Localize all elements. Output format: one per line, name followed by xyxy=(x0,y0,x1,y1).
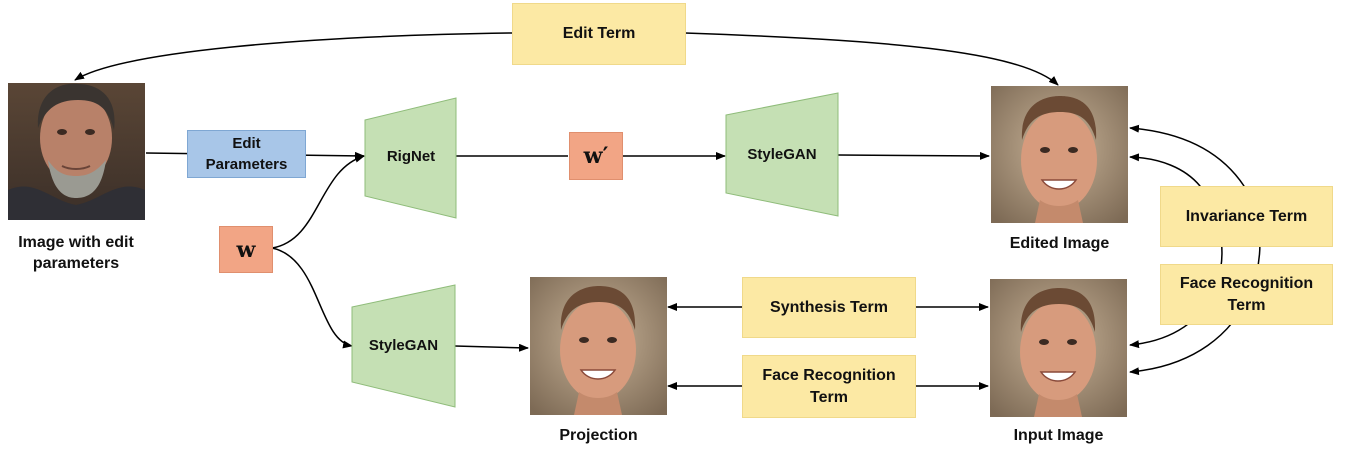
edit-term-box: Edit Term xyxy=(512,3,686,65)
edit-term-label: Edit Term xyxy=(562,25,636,42)
edited-image-photo xyxy=(991,86,1128,223)
rignet-label: RigNet xyxy=(386,148,436,165)
rignet-block xyxy=(364,97,457,219)
projection-photo xyxy=(530,277,667,415)
input-image-photo xyxy=(990,279,1127,417)
face-recognition-term-bottom-box: Face Recognition Term xyxy=(742,355,916,418)
invariance-term-label: Invariance Term xyxy=(1185,207,1308,225)
arrow-invariance-to-edited-2 xyxy=(1129,153,1201,187)
arrow-w-to-rignet xyxy=(271,154,365,249)
face-recognition-term-right-box: Face Recognition Term xyxy=(1160,264,1333,325)
w-prime-label: w′ xyxy=(583,143,609,169)
arrow-invariance-to-edited-1 xyxy=(1129,124,1245,187)
arrow-stylegan-to-edited xyxy=(837,151,990,160)
stylegan-bottom-block xyxy=(351,284,456,408)
face-recognition-term-right-line2: Term xyxy=(1227,296,1266,314)
stylegan-top-label: StyleGAN xyxy=(747,146,817,163)
face-recognition-term-bottom-line1: Face Recognition xyxy=(762,366,896,384)
invariance-term-box: Invariance Term xyxy=(1160,186,1333,247)
edit-parameters-box: Edit Parameters xyxy=(187,130,306,178)
stylegan-top-block xyxy=(725,92,839,217)
arrow-stylegan-to-projection xyxy=(454,343,529,352)
edit-parameters-line1: Edit xyxy=(232,135,261,152)
face-recognition-term-right-line1: Face Recognition xyxy=(1179,274,1314,292)
image-with-edit-caption-line1: Image with edit xyxy=(18,234,134,251)
image-with-edit-caption-line2: parameters xyxy=(32,255,120,272)
projection-caption: Projection xyxy=(559,427,638,444)
synthesis-term-label: Synthesis Term xyxy=(770,298,888,316)
edit-parameters-line2: Parameters xyxy=(205,156,288,173)
stylegan-bottom-label: StyleGAN xyxy=(368,337,439,354)
image-with-edit-caption: Image with edit parameters xyxy=(0,232,152,274)
w-box: w xyxy=(219,226,273,273)
edited-image-caption: Edited Image xyxy=(1009,235,1110,252)
image-with-edit-photo xyxy=(8,83,145,220)
face-recognition-term-bottom-line2: Term xyxy=(810,388,848,406)
edit-term-arrow-left xyxy=(74,32,513,81)
arrow-w-to-stylegan-bottom xyxy=(271,247,353,349)
edit-term-arrow-right xyxy=(684,32,1059,86)
w-label: w xyxy=(236,236,256,263)
input-image-caption: Input Image xyxy=(1013,427,1104,444)
synthesis-term-box: Synthesis Term xyxy=(742,277,916,338)
w-prime-box: w′ xyxy=(569,132,623,180)
